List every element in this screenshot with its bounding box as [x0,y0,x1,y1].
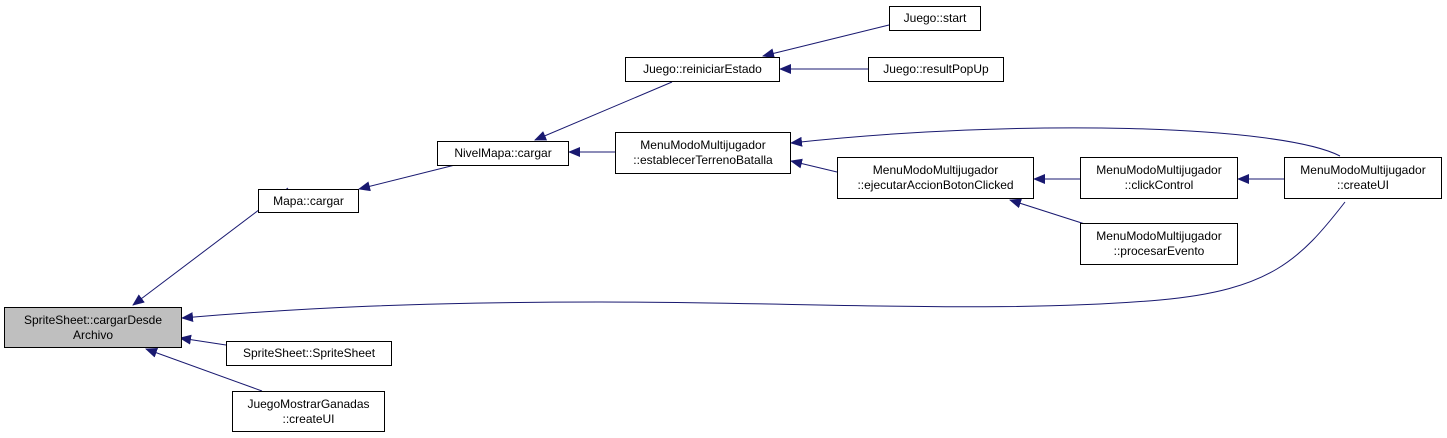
node-mapa-cargar[interactable]: Mapa::cargar [258,189,359,213]
node-label-line2: ::ejecutarAccionBotonClicked [857,178,1014,192]
node-menu-procesarevento[interactable]: MenuModoMultijugador ::procesarEvento [1080,223,1238,265]
edge-reiniciar-to-nivelmapa [534,81,673,141]
node-spritesheet-spritesheet[interactable]: SpriteSheet::SpriteSheet [226,341,392,366]
node-label-line1: MenuModoMultijugador [640,138,766,152]
node-label-line1: Juego::start [903,11,967,25]
edge-ejecutar-to-establecer [790,158,838,173]
node-label-line1: JuegoMostrarGanadas [247,396,370,411]
node-nivelmapa-cargar[interactable]: NivelMapa::cargar [437,141,569,166]
node-label-line1: Juego::resultPopUp [883,62,989,76]
node-label-line1: MenuModoMultijugador [1096,229,1222,243]
node-label-line1: MenuModoMultijugador [872,163,999,177]
node-label-line2: ::establecerTerrenoBatalla [633,153,773,167]
node-label-line1: NivelMapa::cargar [454,146,552,160]
edge-start-to-reiniciar [762,24,890,59]
edge-createui-to-spritesheet [181,201,1346,323]
node-label-line2: ::createUI [282,411,335,426]
node-juego-start[interactable]: Juego::start [889,6,981,31]
edge-procesar-to-ejecutar [1009,198,1089,226]
node-label-line1: MenuModoMultijugador [1096,163,1222,177]
node-label-line2: Archivo [72,327,113,342]
edge-ssctor-to-spritesheet [179,334,227,346]
node-label-line2: ::createUI [1336,178,1390,192]
node-menu-establecerterrenobatalla[interactable]: MenuModoMultijugador ::establecerTerreno… [615,132,791,174]
node-label-line1: SpriteSheet::SpriteSheet [242,346,376,360]
node-label-line2: ::clickControl [1124,178,1194,192]
node-spritesheet-cargardesdearchivo[interactable]: SpriteSheet::cargarDesde Archivo [4,307,182,348]
node-juegomostrarganadas-createui[interactable]: JuegoMostrarGanadas ::createUI [232,391,385,432]
edge-juegomostrar-to-spritesheet [145,348,263,392]
node-label-line1: MenuModoMultijugador [1300,163,1426,177]
node-label-line1: Juego::reiniciarEstado [643,62,762,76]
edge-nivelmapa-to-mapa [358,164,456,192]
node-menu-ejecutaraccionbotonclicked[interactable]: MenuModoMultijugador ::ejecutarAccionBot… [837,157,1034,199]
node-label-line2: ::procesarEvento [1113,244,1205,258]
node-label-line1: SpriteSheet::cargarDesde [23,312,163,327]
node-juego-reiniciarestado[interactable]: Juego::reiniciarEstado [625,57,780,82]
node-menu-clickcontrol[interactable]: MenuModoMultijugador ::clickControl [1080,157,1238,199]
edge-createui-to-establecer [790,127,1341,157]
node-menu-createui[interactable]: MenuModoMultijugador ::createUI [1284,157,1442,199]
node-juego-resultpopup[interactable]: Juego::resultPopUp [868,57,1004,82]
node-label-line1: Mapa::cargar [273,193,344,208]
